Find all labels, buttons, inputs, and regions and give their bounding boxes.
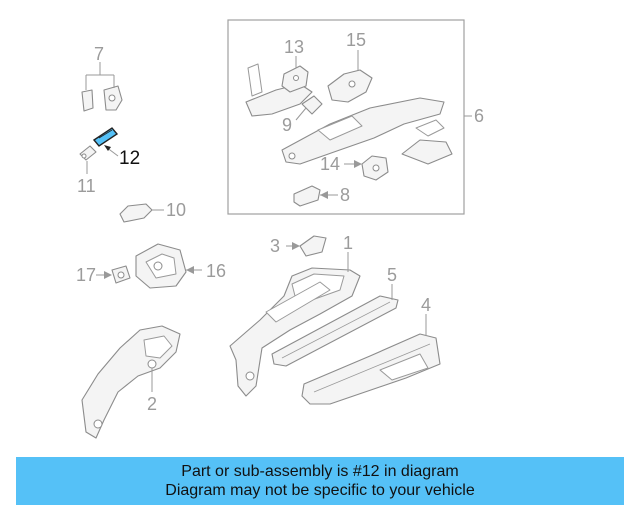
callout-10: 10 (166, 200, 186, 220)
banner-line-2: Diagram may not be specific to your vehi… (165, 482, 475, 499)
callout-6: 6 (474, 106, 484, 126)
callout-2: 2 (147, 394, 157, 414)
callout-8: 8 (340, 185, 350, 205)
part-7-brackets (81, 85, 123, 112)
part-9-bracket (301, 95, 323, 115)
assembly-frame (227, 19, 465, 215)
callout-17: 17 (76, 265, 96, 285)
callout-11: 11 (77, 176, 96, 196)
info-banner: Part or sub-assembly is #12 in diagram D… (16, 457, 624, 505)
part-13-bracket (281, 65, 309, 93)
part-15-bracket (327, 69, 373, 103)
part-8-bracket (293, 185, 321, 207)
arrow-16 (186, 266, 194, 274)
part-11-clip (79, 145, 97, 161)
arrow-17 (104, 271, 112, 279)
part-12-highlighted (92, 127, 119, 147)
callout-5: 5 (387, 265, 397, 285)
arrow-14 (354, 160, 362, 168)
callout-1: 1 (343, 233, 353, 253)
part-1-apron (229, 267, 361, 397)
part-4-rail (301, 333, 441, 405)
callout-14: 14 (320, 154, 340, 174)
parts-diagram: 6 7 12 11 10 16 17 (76, 19, 484, 439)
part-14-bracket (361, 155, 389, 181)
callout-12: 12 (119, 148, 140, 169)
arrow-3 (292, 242, 300, 250)
callout-3: 3 (270, 236, 280, 256)
callout-7: 7 (94, 44, 104, 64)
callout-13: 13 (284, 37, 304, 57)
arrow-8 (320, 191, 328, 199)
callout-16: 16 (206, 261, 226, 281)
part-5-reinforcement (271, 295, 399, 367)
part-3-bracket (299, 235, 327, 257)
leader-9 (295, 107, 307, 121)
part-6-assembly (245, 63, 453, 165)
part-2-rail (81, 325, 181, 439)
part-16-mount (135, 243, 187, 289)
arrow-12 (104, 145, 111, 151)
leader-7 (85, 62, 115, 90)
part-10-bracket (119, 203, 153, 223)
banner-line-1: Part or sub-assembly is #12 in diagram (181, 463, 459, 480)
callout-9: 9 (282, 115, 292, 135)
callout-15: 15 (346, 30, 366, 50)
part-17-bushing (111, 265, 131, 284)
callout-4: 4 (421, 295, 431, 315)
